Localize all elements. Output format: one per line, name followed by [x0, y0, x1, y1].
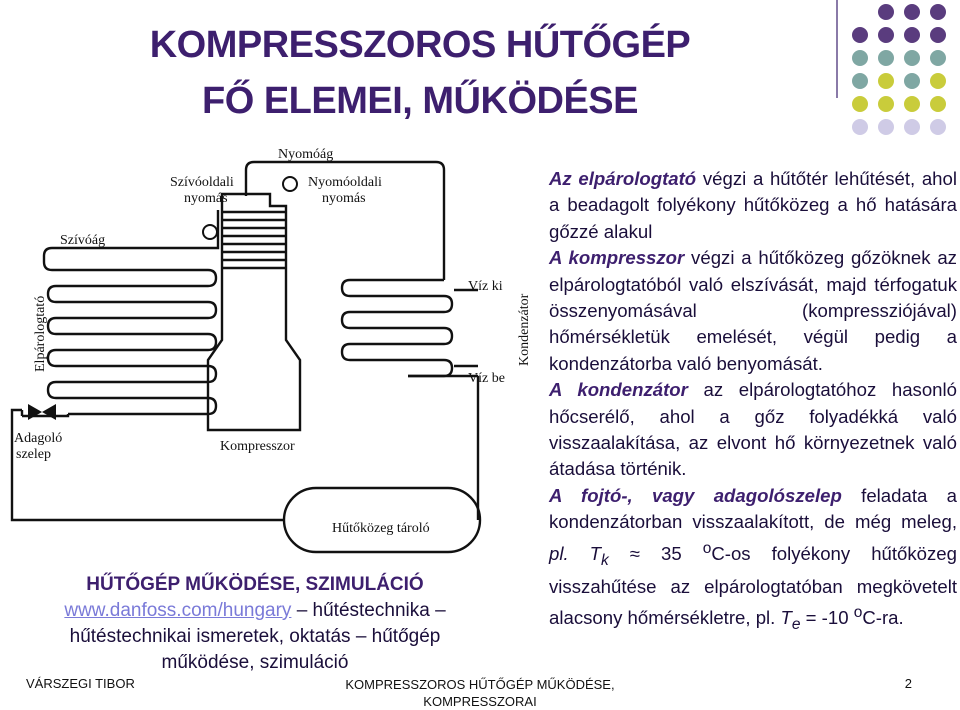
- decorative-dot-grid: [852, 4, 956, 144]
- paragraph-expansion-valve: A fojtó-, vagy adagolószelep feladata a …: [549, 484, 957, 634]
- simulation-heading: HŰTŐGÉP MŰKÖDÉSE, SZIMULÁCIÓ: [86, 574, 424, 595]
- footer-title: KOMPRESSZOROS HŰTŐGÉP MŰKÖDÉSE, KOMPRESS…: [345, 677, 615, 709]
- label-hutokozeg-tarolo: Hűtőközeg tároló: [332, 521, 430, 536]
- label-szivoag: Szívóág: [60, 233, 105, 248]
- footer-page-number: 2: [904, 676, 912, 691]
- decorative-dot: [852, 119, 868, 135]
- label-nyomooldali-nyomas: nyomás: [322, 191, 366, 206]
- paragraph-evaporator: Az elpárologtató végzi a hűtőtér lehűtés…: [549, 168, 957, 242]
- decorative-dot: [904, 27, 920, 43]
- decorative-dot: [904, 4, 920, 20]
- decorative-dot: [930, 119, 946, 135]
- slide-title-line1: KOMPRESSZOROS HŰTŐGÉP: [149, 24, 691, 66]
- explanation-text: Az elpárologtató végzi a hűtőtér lehűtés…: [549, 166, 957, 639]
- decorative-dot: [904, 73, 920, 89]
- decorative-dot: [878, 27, 894, 43]
- decorative-dot: [852, 27, 868, 43]
- danfoss-link[interactable]: www.danfoss.com/hungary: [64, 600, 292, 621]
- decorative-dot: [852, 73, 868, 89]
- decorative-dot: [904, 96, 920, 112]
- label-nyomoag: Nyomóág: [278, 147, 333, 162]
- label-elparologtato: Elpárologtató: [33, 296, 48, 372]
- decorative-dot: [852, 50, 868, 66]
- decorative-dot: [852, 96, 868, 112]
- simulation-reference: HŰTŐGÉP MŰKÖDÉSE, SZIMULÁCIÓ www.danfoss…: [0, 572, 510, 676]
- simulation-line4: működése, szimuláció: [161, 652, 349, 673]
- slide-title-line2: FŐ ELEMEI, MŰKÖDÉSE: [202, 80, 638, 122]
- simulation-link-line: www.danfoss.com/hungary – hűtéstechnika …: [64, 600, 446, 621]
- decorative-dot: [930, 96, 946, 112]
- label-viz-be: Víz be: [468, 371, 505, 386]
- label-adagolo-szelep: szelep: [16, 447, 51, 462]
- decorative-dot: [904, 119, 920, 135]
- paragraph-condenser: A kondenzátor az elpárologtatóhoz hasonl…: [549, 379, 957, 480]
- paragraph-compressor: A kompresszor végzi a hűtőközeg gőzöknek…: [549, 247, 957, 374]
- refrigeration-cycle-diagram: Nyomóág Szívóoldali nyomás Nyomóoldali n…: [10, 147, 532, 554]
- label-kompresszor: Kompresszor: [220, 439, 295, 454]
- decorative-dot: [878, 4, 894, 20]
- decorative-dot: [878, 96, 894, 112]
- label-nyomooldali: Nyomóoldali: [308, 175, 382, 190]
- decorative-dot: [878, 73, 894, 89]
- label-viz-ki: Víz ki: [468, 279, 503, 294]
- simulation-line3: hűtéstechnikai ismeretek, oktatás – hűtő…: [69, 626, 441, 647]
- decorative-dot: [930, 73, 946, 89]
- decorative-dot: [878, 50, 894, 66]
- label-adagolo: Adagoló: [14, 431, 62, 446]
- decorative-dot: [930, 50, 946, 66]
- decorative-dot: [878, 119, 894, 135]
- footer-author: VÁRSZEGI TIBOR: [26, 676, 135, 691]
- decorative-divider: [836, 0, 838, 98]
- decorative-dot: [904, 50, 920, 66]
- decorative-dot: [930, 27, 946, 43]
- label-kondenzator: Kondenzátor: [517, 293, 532, 366]
- label-szivooldali: Szívóoldali: [170, 175, 234, 190]
- label-szivooldali-nyomas: nyomás: [184, 191, 228, 206]
- decorative-dot: [930, 4, 946, 20]
